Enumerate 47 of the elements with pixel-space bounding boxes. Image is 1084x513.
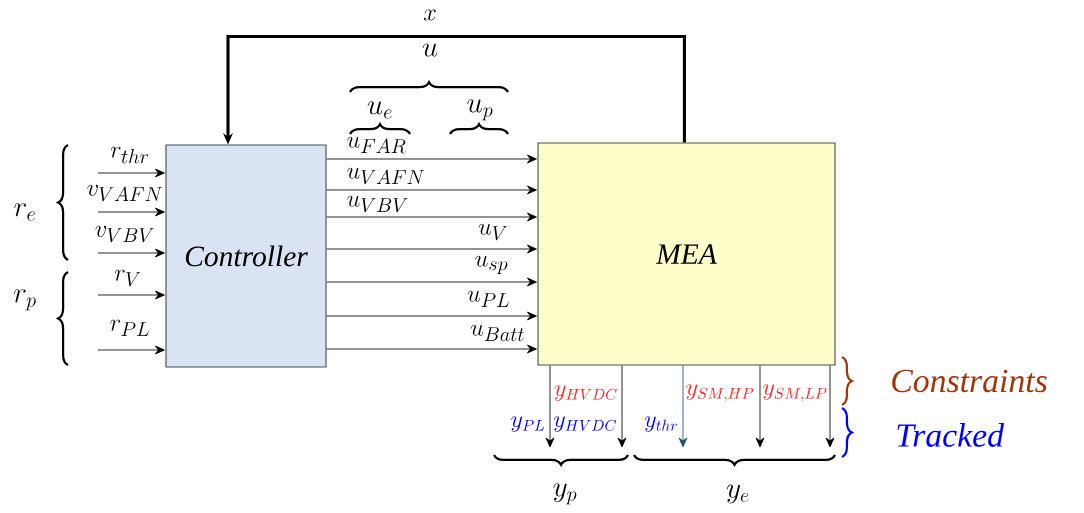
brace-label: $u_p$ — [467, 99, 493, 121]
arrow — [326, 212, 537, 222]
brace-label: $y_{SM,HP}$ — [686, 384, 754, 402]
arrow — [678, 365, 688, 448]
brace-label: $y_{HVDC}$ — [554, 385, 617, 401]
brace-label: $u_e$ — [367, 101, 392, 119]
edge-label: $y_{HVDC}$ — [553, 416, 617, 432]
edge-label: $v_{VBV}$ — [95, 225, 154, 243]
brace-label: $r_e$ — [14, 203, 35, 221]
edge-label: $r_{V}$ — [115, 269, 141, 287]
edge-label: $u_{sp}$ — [475, 255, 508, 274]
edge-label: $u_{PL}$ — [467, 290, 509, 307]
edge-label: $r_{PL}$ — [110, 319, 149, 336]
edge-label: $v_{VAFN}$ — [87, 184, 162, 202]
edge-label: $u_{V}$ — [478, 223, 507, 241]
arrow — [97, 168, 165, 178]
edge-label: $u_{FAR}$ — [347, 136, 406, 154]
arrow — [326, 311, 537, 321]
brace-label: $u$ — [422, 43, 438, 57]
edge-label: $u_{VAFN}$ — [347, 167, 424, 185]
arrow — [326, 185, 537, 195]
edge-label: $y_{PL}$ — [511, 416, 544, 432]
edge-label: $u_{VBV}$ — [347, 195, 408, 213]
arrow — [755, 365, 765, 448]
edge-label: $u_{Batt}$ — [470, 324, 524, 342]
arrow — [97, 290, 165, 300]
edge-label: $y_{thr}$ — [644, 416, 677, 432]
edge-label: $r_{thr}$ — [110, 146, 149, 164]
block-box: Controller — [165, 144, 327, 368]
arrow — [825, 365, 835, 448]
brace-label: $y_e$ — [726, 484, 749, 504]
arrow — [326, 344, 537, 354]
block-box: MEA — [537, 142, 836, 366]
legend-text: Tracked — [897, 423, 1005, 447]
arrow — [97, 345, 165, 355]
arrow — [545, 365, 555, 448]
arrow — [617, 365, 627, 448]
arrow — [326, 244, 537, 254]
edge-label: $x$ — [423, 9, 436, 21]
brace-label: $y_{SM,LP}$ — [763, 384, 827, 402]
brace-label: $r_p$ — [14, 289, 36, 311]
arrow — [97, 207, 165, 217]
arrow — [97, 248, 165, 258]
brace-label: $y_p$ — [553, 483, 577, 505]
arrow — [326, 154, 537, 164]
arrow — [326, 277, 537, 287]
legend-text: Constraints — [892, 369, 1047, 393]
